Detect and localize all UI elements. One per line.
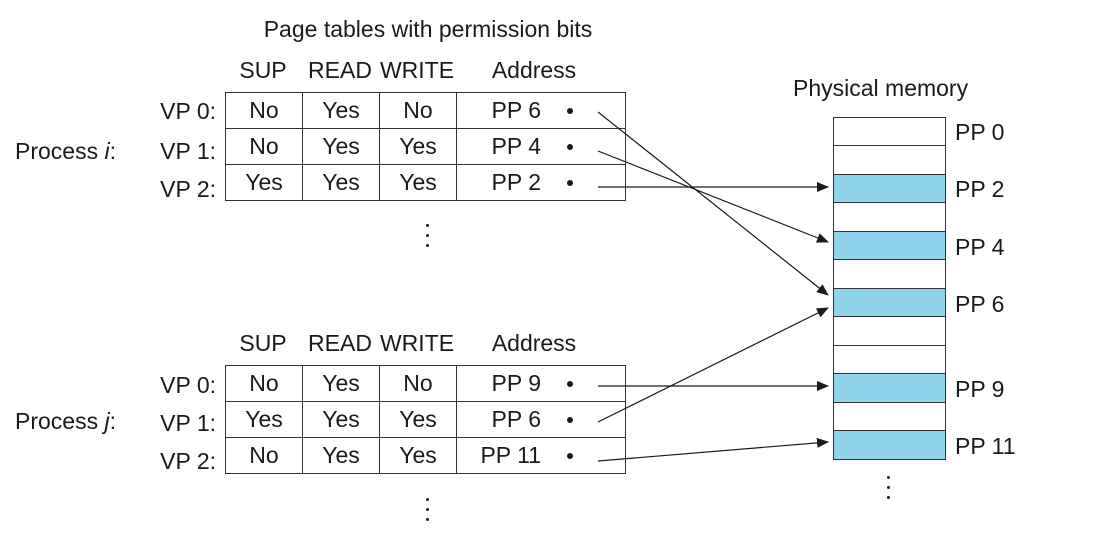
page-table-process-j: No Yes No PP 9 Yes Yes Yes PP 6 No Yes Y…: [225, 365, 626, 474]
continuation-dots: [426, 498, 430, 528]
column-header-read: READ: [308, 330, 372, 356]
column-header-address: Address: [491, 330, 577, 356]
column-header-sup: SUP: [239, 57, 287, 83]
address-value: PP 4: [491, 133, 541, 159]
address-cell: PP 6: [456, 92, 626, 129]
arrow-process-i-vp1-to-pp4: [597, 150, 829, 243]
memory-label-pp9: PP 9: [955, 376, 1005, 402]
process-label-var: i: [104, 138, 110, 164]
write-cell: Yes: [379, 164, 457, 201]
process-label-prefix: Process: [15, 138, 105, 164]
vp-label: VP 2:: [160, 448, 216, 474]
diagram-title: Page tables with permission bits: [263, 16, 593, 42]
sup-cell: No: [225, 437, 303, 474]
memory-label-pp0: PP 0: [955, 119, 1005, 145]
address-value: PP 9: [491, 370, 541, 396]
read-cell: Yes: [302, 128, 380, 165]
pointer-dot: [567, 179, 573, 186]
vp-label: VP 1:: [160, 138, 216, 164]
pointer-dot: [567, 452, 573, 459]
process-j-label: Process j:: [15, 410, 116, 433]
read-cell: Yes: [302, 401, 380, 438]
sup-cell: No: [225, 365, 303, 402]
memory-label-pp4: PP 4: [955, 234, 1005, 260]
read-cell: Yes: [302, 365, 380, 402]
address-value: PP 11: [480, 442, 541, 468]
memory-page-free: [833, 145, 946, 175]
process-label-var: j: [104, 408, 110, 434]
read-cell: Yes: [302, 164, 380, 201]
memory-page-pp2: [833, 174, 946, 203]
table-row: Yes Yes Yes PP 6: [225, 401, 626, 438]
address-cell: PP 6: [456, 401, 626, 438]
read-cell: Yes: [302, 437, 380, 474]
address-cell: PP 2: [456, 164, 626, 201]
process-label-suffix: :: [109, 138, 116, 164]
write-cell: Yes: [379, 128, 457, 165]
vp-label: VP 2:: [160, 176, 216, 202]
physical-memory-title: Physical memory: [793, 75, 969, 101]
sup-cell: Yes: [225, 164, 303, 201]
continuation-dots: [887, 476, 891, 506]
memory-page-pp9: [833, 373, 946, 403]
pointer-dot: [567, 143, 573, 150]
write-cell: No: [379, 365, 457, 402]
write-cell: Yes: [379, 437, 457, 474]
vp-label: VP 0:: [160, 98, 216, 124]
continuation-dots: [426, 224, 430, 254]
pointer-dot: [567, 107, 573, 114]
write-cell: Yes: [379, 401, 457, 438]
page-table-process-i: No Yes No PP 6 No Yes Yes PP 4 Yes Yes Y…: [225, 92, 626, 201]
process-i-label: Process i:: [15, 140, 116, 163]
memory-page-free: [833, 259, 946, 289]
column-header-sup: SUP: [239, 330, 287, 356]
arrow-process-j-vp1-to-pp6: [597, 307, 829, 423]
table-row: No Yes Yes PP 11: [225, 437, 626, 474]
memory-page-pp11: [833, 430, 946, 460]
vp-label: VP 0:: [160, 372, 216, 398]
address-value: PP 2: [491, 169, 541, 195]
memory-label-pp11: PP 11: [955, 433, 1016, 459]
vp-label: VP 1:: [160, 410, 216, 436]
address-cell: PP 9: [456, 365, 626, 402]
process-label-suffix: :: [109, 408, 116, 434]
column-header-write: WRITE: [379, 57, 455, 83]
memory-label-pp6: PP 6: [955, 291, 1005, 317]
read-cell: Yes: [302, 92, 380, 129]
column-header-read: READ: [308, 57, 372, 83]
column-header-address: Address: [491, 57, 577, 83]
address-value: PP 6: [491, 406, 541, 432]
arrow-process-i-vp0-to-pp6: [597, 111, 829, 296]
column-header-write: WRITE: [379, 330, 455, 356]
table-row: No Yes No PP 9: [225, 365, 626, 402]
pointer-dot: [567, 416, 573, 423]
process-label-prefix: Process: [15, 408, 105, 434]
arrow-process-j-vp2-to-pp11: [597, 437, 829, 462]
memory-page-pp6: [833, 288, 946, 317]
table-row: No Yes No PP 6: [225, 92, 626, 129]
write-cell: No: [379, 92, 457, 129]
table-row: No Yes Yes PP 4: [225, 128, 626, 165]
memory-page-free: [833, 316, 946, 346]
table-row: Yes Yes Yes PP 2: [225, 164, 626, 201]
sup-cell: No: [225, 128, 303, 165]
memory-label-pp2: PP 2: [955, 176, 1005, 202]
sup-cell: Yes: [225, 401, 303, 438]
address-cell: PP 11: [456, 437, 626, 474]
pointer-dot: [567, 380, 573, 387]
address-value: PP 6: [491, 97, 541, 123]
memory-page-free: [833, 402, 946, 431]
